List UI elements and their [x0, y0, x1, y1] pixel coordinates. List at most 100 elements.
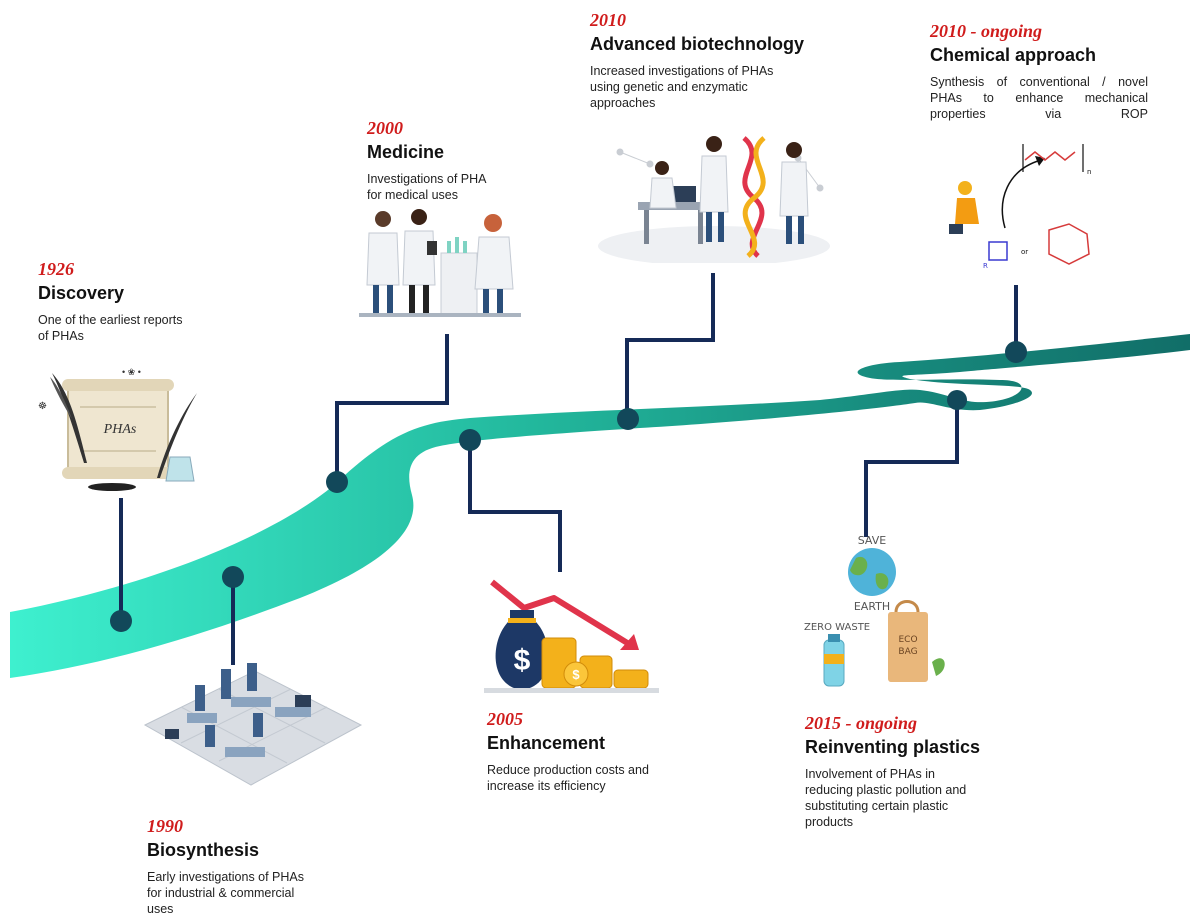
description-line: Increased investigations of PHAs	[590, 64, 774, 78]
svg-text:☸: ☸	[38, 401, 47, 412]
laptop-icon	[670, 186, 696, 202]
polymer-chain	[1024, 151, 1076, 161]
node-1926	[110, 610, 132, 632]
description-line: reducing plastic pollution and	[805, 783, 967, 797]
description-line: One of the earliest reports	[38, 313, 183, 327]
eco-bag-text-2: BAG	[898, 647, 917, 657]
medicine-scientists-illustration	[359, 209, 521, 317]
milestone-1926: 1926 Discovery One of the earliest repor…	[38, 258, 183, 344]
cyclic-diester-icon	[1048, 223, 1090, 265]
scientist-icon-3	[474, 214, 514, 315]
save-earth-bottom-text: EARTH	[854, 600, 890, 613]
milestone-title: Discovery	[38, 283, 125, 303]
scientist-icon-dna	[779, 142, 809, 244]
milestone-year: 2005	[487, 709, 523, 729]
connector-2010	[625, 273, 715, 419]
node-2015	[947, 390, 967, 410]
milestone-description: Increased investigations of PHAs using g…	[590, 63, 804, 111]
milestone-title: Enhancement	[487, 733, 606, 753]
svg-text:$: $	[514, 644, 531, 677]
eco-icons-illustration: SAVE EARTH ZERO WASTE ECO BAG	[804, 534, 945, 687]
save-earth-top-text: SAVE	[858, 534, 887, 547]
description-line: Reduce production costs and	[487, 763, 649, 777]
milestone-1990: 1990 Biosynthesis Early investigations o…	[147, 815, 304, 917]
zero-waste-text: ZERO WASTE	[804, 622, 870, 633]
connector-2000	[335, 334, 449, 482]
milestone-title: Medicine	[367, 142, 445, 162]
milestone-year: 2010	[590, 10, 626, 30]
connector-lines	[119, 273, 1018, 665]
description-line: Early investigations of PHAs	[147, 870, 305, 884]
milestone-year: 2015 - ongoing	[805, 713, 918, 733]
leaf-icon	[932, 658, 945, 676]
timeline-nodes	[110, 341, 1027, 632]
svg-text:• ❀ •: • ❀ •	[122, 367, 141, 377]
svg-text:$: $	[572, 667, 580, 682]
monitor-icon	[295, 695, 311, 707]
description-line: increase its efficiency	[487, 779, 606, 793]
milestone-year: 1926	[38, 259, 74, 279]
milestone-2010-ongoing: 2010 - ongoing Chemical approach Synthes…	[930, 20, 1148, 122]
scientist-seated-icon	[649, 161, 677, 209]
earth-globe-icon	[848, 548, 896, 596]
description-line: uses	[147, 902, 174, 916]
node-1990	[222, 566, 244, 588]
milestone-description: One of the earliest reports of PHAs	[38, 312, 183, 344]
biotech-lab-illustration	[598, 136, 830, 263]
milestone-2010: 2010 Advanced biotechnology Increased in…	[590, 9, 804, 111]
description-line: Synthesis of conventional / novel	[930, 75, 1148, 89]
description-line: products	[805, 815, 853, 829]
description-line: substituting certain plastic	[805, 799, 949, 813]
milestone-2000: 2000 Medicine Investigations of PHA for …	[367, 117, 487, 203]
milestone-description: Involvement of PHAs in reducing plastic …	[805, 766, 980, 830]
ring-opening-polymerization-illustration: n R or	[949, 144, 1091, 270]
milestone-description: Investigations of PHA for medical uses	[367, 171, 487, 203]
description-line: for industrial & commercial	[147, 886, 295, 900]
milestone-2005: 2005 Enhancement Reduce production costs…	[487, 708, 649, 794]
chem-r-label: R	[983, 262, 988, 270]
milestone-2015-ongoing: 2015 - ongoing Reinventing plastics Invo…	[805, 712, 980, 830]
milestone-title: Reinventing plastics	[805, 737, 981, 757]
worker-icon	[949, 181, 979, 234]
scroll-text: PHAs	[103, 422, 137, 437]
description-line: PHAs to enhance mechanical	[930, 91, 1148, 105]
robot-arm-icon	[195, 663, 263, 747]
description-line: for medical uses	[367, 188, 459, 202]
description-line: Investigations of PHA	[367, 172, 487, 186]
node-2005	[459, 429, 481, 451]
description-line: using genetic and enzymatic	[590, 80, 748, 94]
node-2010-ongoing	[1005, 341, 1027, 363]
cost-reduction-illustration: $ $	[484, 579, 659, 693]
node-2010	[617, 408, 639, 430]
milestone-year: 1990	[147, 816, 183, 836]
description-line: approaches	[590, 96, 656, 110]
connector-2015	[864, 400, 959, 537]
milestone-title: Advanced biotechnology	[590, 34, 805, 54]
coin-icon	[563, 661, 589, 687]
description-line: properties via ROP	[930, 107, 1148, 121]
connector-2005	[468, 440, 562, 572]
dna-helix-icon	[742, 136, 766, 258]
milestone-description: Early investigations of PHAs for industr…	[147, 869, 304, 917]
ink-bottle-icon	[165, 456, 195, 482]
chem-or-label: or	[1021, 248, 1028, 256]
reaction-arrow	[1001, 159, 1042, 229]
timeline-road	[10, 334, 1190, 678]
milestone-title: Chemical approach	[930, 45, 1097, 65]
milestone-year: 2010 - ongoing	[930, 21, 1043, 41]
milestone-description: Reduce production costs and increase its…	[487, 762, 649, 794]
lab-bench-icon	[440, 252, 478, 316]
scientist-icon	[366, 211, 400, 313]
node-2000	[326, 471, 348, 493]
lactone-icon: R	[983, 241, 1008, 270]
eco-bag-text-1: ECO	[898, 635, 917, 645]
milestone-description: Synthesis of conventional / novel PHAs t…	[930, 74, 1148, 122]
description-line: Involvement of PHAs in	[805, 767, 935, 781]
quill-icon	[52, 373, 87, 463]
chem-n-label: n	[1087, 168, 1091, 176]
down-trend-arrow	[490, 579, 631, 647]
milestone-year: 2000	[367, 118, 403, 138]
description-line: of PHAs	[38, 329, 84, 343]
